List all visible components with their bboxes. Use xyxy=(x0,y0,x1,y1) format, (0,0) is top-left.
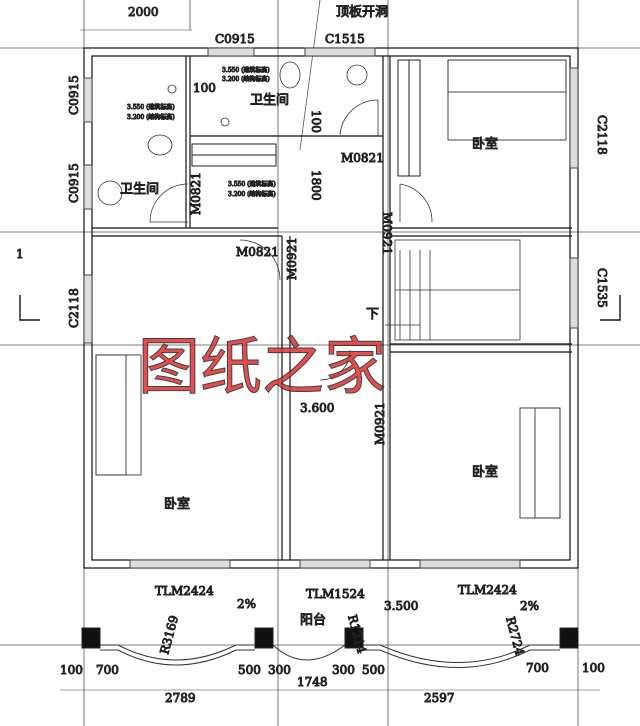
elevation-building-b: 3.550 (建筑标高) xyxy=(127,103,175,111)
radius-right: R2724 xyxy=(503,615,527,657)
door-m0821-c: M0821 xyxy=(236,245,279,259)
balcony-label: 阳台 xyxy=(300,613,326,628)
corridor-elevation: 3.600 xyxy=(300,401,334,415)
door-tlm2424-right: TLM2424 xyxy=(458,583,517,597)
elevation-structure-a: 3.200 (结构标高) xyxy=(222,75,270,83)
dim: 100 xyxy=(60,663,83,677)
window-c0915-top: C0915 xyxy=(215,32,255,46)
room-bedroom-bottom-right: 卧室 xyxy=(472,464,498,480)
door-tlm2424-left: TLM2424 xyxy=(155,584,214,598)
windows xyxy=(83,47,579,569)
dim: 2789 xyxy=(165,691,196,705)
window-c2118-left: C2118 xyxy=(67,288,81,328)
elevation-building-c: 3.550 (建筑标高) xyxy=(228,180,276,188)
bathroom-label-b: 卫生间 xyxy=(120,182,159,197)
door-tlm1524: TLM1524 xyxy=(306,587,365,601)
door-m0921-a: M0921 xyxy=(380,212,394,255)
dim: 700 xyxy=(96,663,119,677)
fixtures xyxy=(97,61,368,206)
dim-1800: 1800 xyxy=(309,170,323,201)
walls xyxy=(83,47,579,569)
window-c0915-left-b: C0915 xyxy=(67,163,81,203)
elevation-structure-b: 3.200 (结构标高) xyxy=(127,113,175,121)
window-c2118-right: C2118 xyxy=(595,115,609,155)
beds xyxy=(95,59,567,519)
window-c0915-left-a: C0915 xyxy=(67,75,81,115)
balcony-elevation: 3.500 xyxy=(384,599,418,613)
balcony xyxy=(19,29,621,691)
dim: 1748 xyxy=(297,675,328,689)
dim: 700 xyxy=(526,661,549,675)
dim: 100 xyxy=(582,661,605,675)
slope-right: 2% xyxy=(520,599,539,613)
slope-left: 2% xyxy=(237,597,256,611)
door-m0921-c: M0921 xyxy=(373,402,387,445)
ceiling-opening-label: 顶板开洞 xyxy=(336,5,388,20)
dim: 2597 xyxy=(424,691,455,705)
elevation-structure-c: 3.200 (结构标高) xyxy=(228,190,276,198)
dim: 300 xyxy=(332,663,355,677)
door-m0821-a: M0821 xyxy=(341,151,384,165)
room-bedroom-left: 卧室 xyxy=(164,496,190,512)
dim: 500 xyxy=(362,663,385,677)
watermark: 图纸之家 xyxy=(138,330,386,403)
doors xyxy=(149,99,433,381)
dim: 500 xyxy=(238,663,261,677)
stair-down-label: 下 xyxy=(366,307,379,322)
room-bedroom-top-right: 卧室 xyxy=(472,136,498,152)
dim: 300 xyxy=(268,663,291,677)
door-m0821-b: M0821 xyxy=(189,172,203,215)
stairs xyxy=(385,239,521,341)
bathroom-label-a: 卫生间 xyxy=(250,93,289,108)
dim-100-vertical: 100 xyxy=(309,110,323,133)
wardrobes xyxy=(191,59,421,177)
radius-left: R3169 xyxy=(157,614,181,656)
wall-thickness-100: 100 xyxy=(193,81,216,95)
dim-2000: 2000 xyxy=(128,5,159,19)
door-m0921-b: M0921 xyxy=(285,237,299,280)
elevation-building-a: 3.550 (建筑标高) xyxy=(222,66,270,74)
section-mark: 1 xyxy=(16,247,24,261)
window-c1535: C1535 xyxy=(595,268,609,308)
bottom-dimensions: 100 700 2789 500 300 1748 300 500 2597 7… xyxy=(60,661,606,706)
window-c1515: C1515 xyxy=(325,32,365,46)
